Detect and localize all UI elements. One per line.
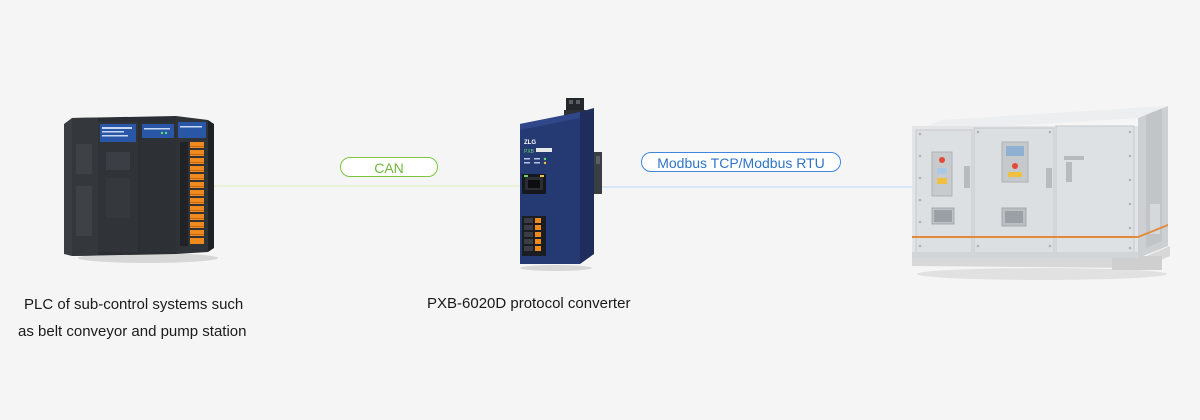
switchgear-cabinet-icon <box>912 106 1170 280</box>
converter-model: PXB <box>524 149 535 155</box>
converter-logo: ZLG <box>524 140 536 146</box>
plc-caption-line1: PLC of sub-control systems such <box>24 296 244 313</box>
can-link-label: CAN <box>340 157 438 177</box>
converter-caption: PXB-6020D protocol converter <box>427 295 631 312</box>
modbus-link-label: Modbus TCP/Modbus RTU <box>641 152 841 172</box>
plc-caption: PLC of sub-control systems such as belt … <box>18 291 278 345</box>
plc-rack-icon <box>64 116 218 263</box>
protocol-converter-icon: ZLG PXB <box>520 98 602 271</box>
plc-caption-line2: as belt conveyor and pump station <box>18 323 247 340</box>
